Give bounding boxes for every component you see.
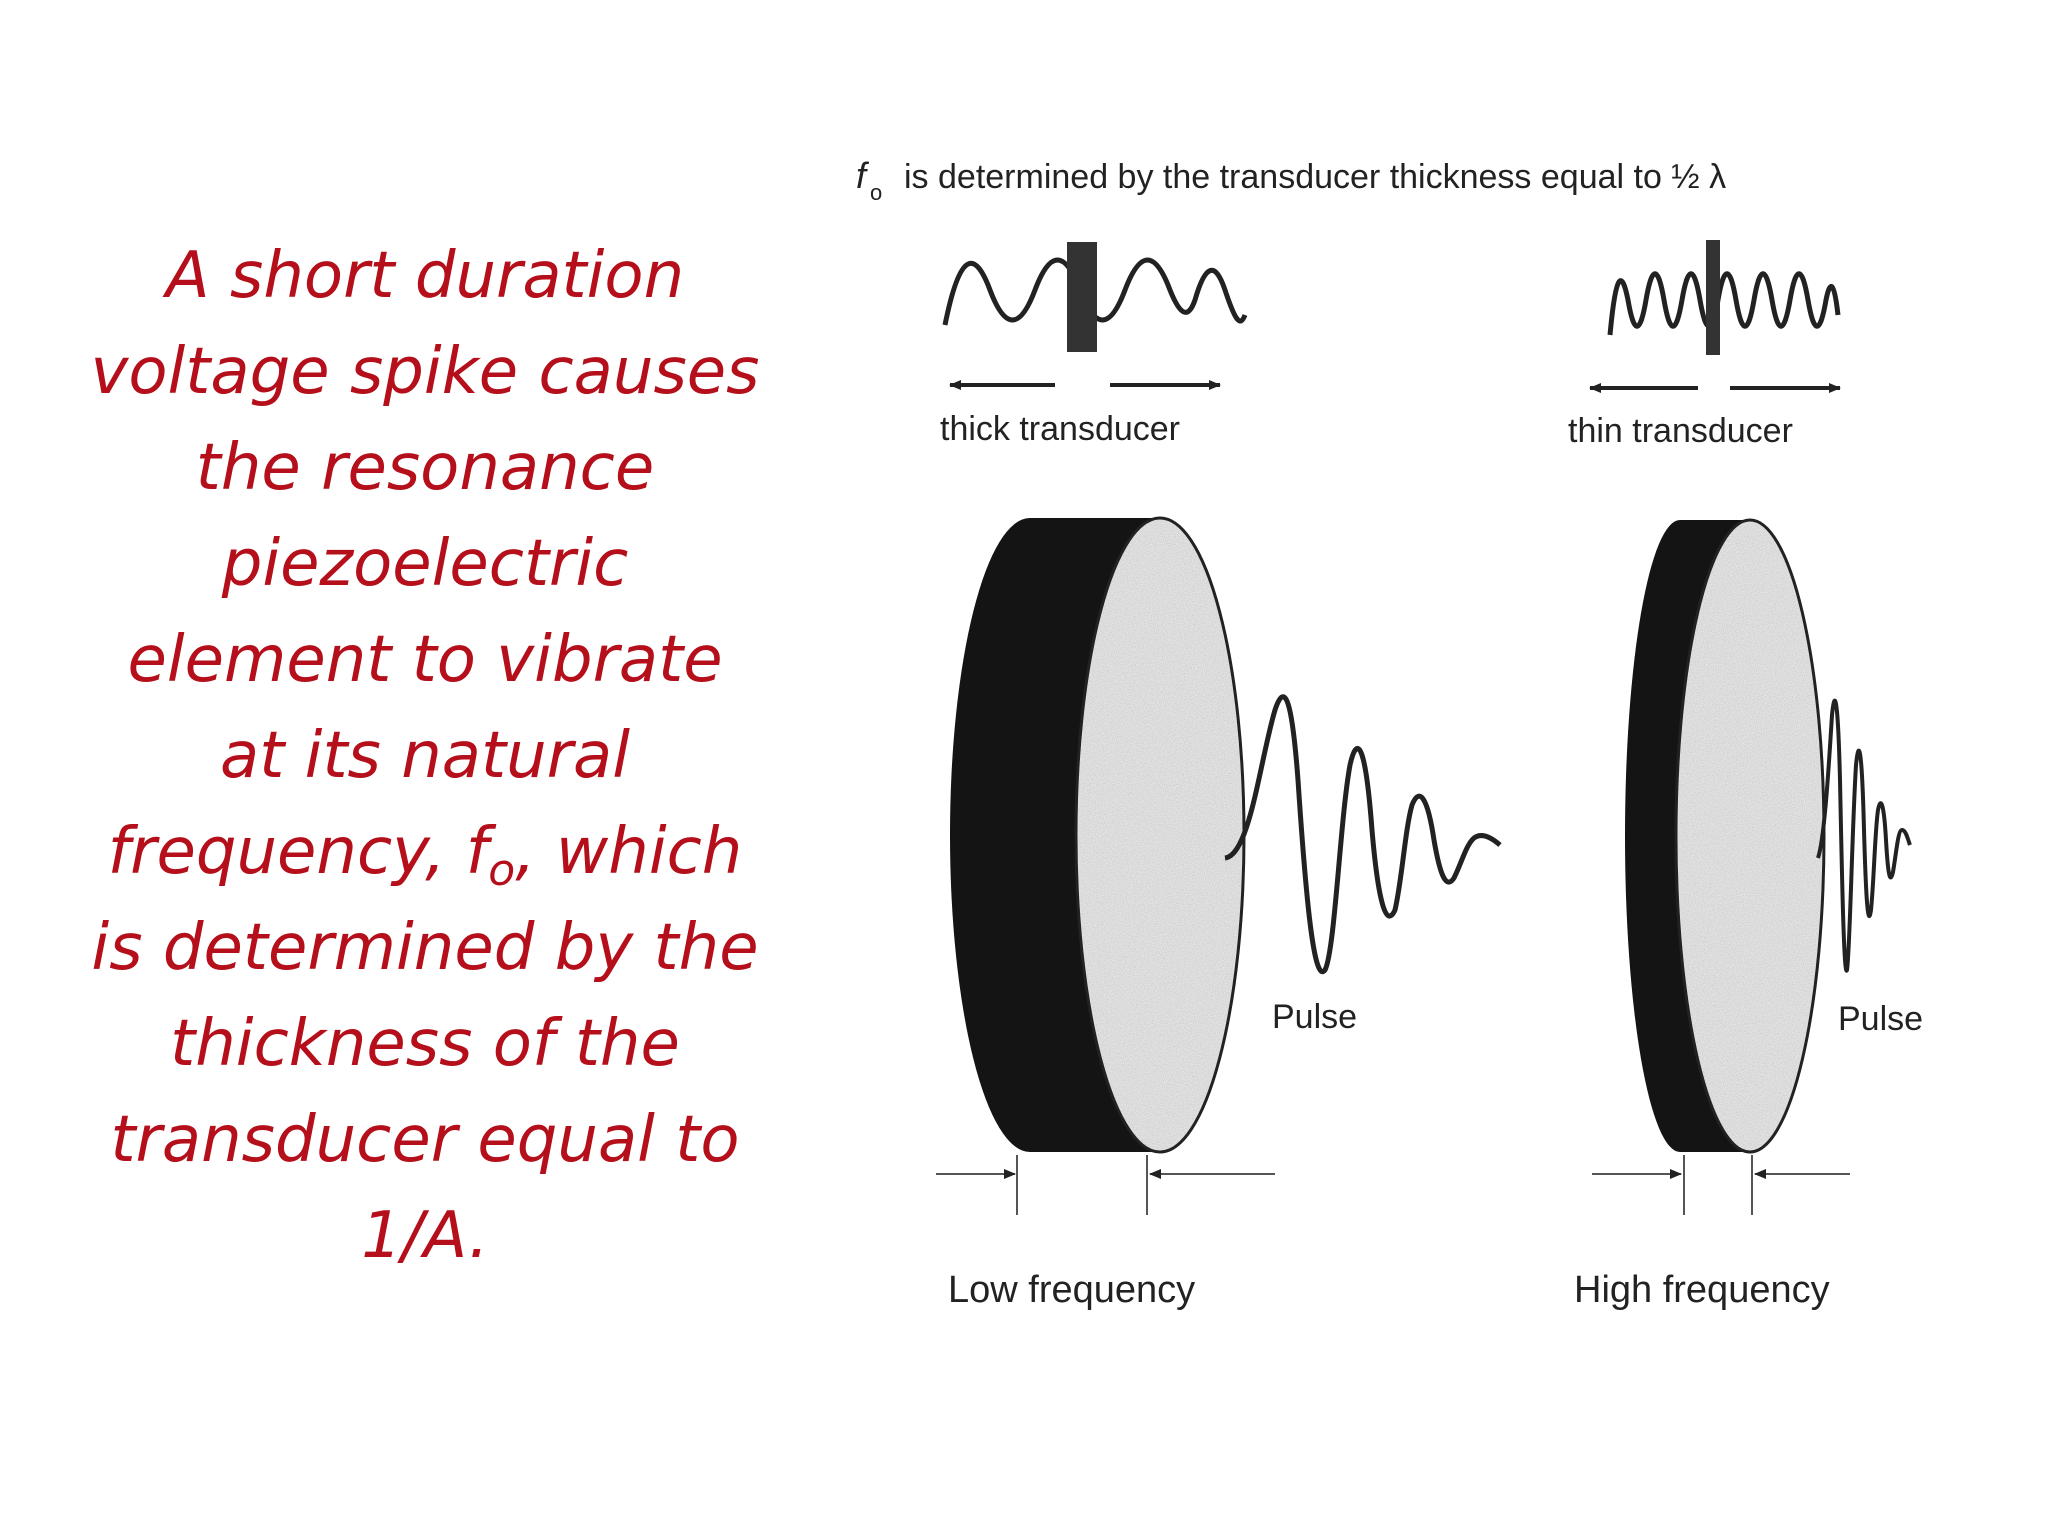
text-line: voltage spike causes bbox=[90, 335, 760, 409]
thin-transducer-label: thin transducer bbox=[1568, 412, 1793, 450]
subscript: o bbox=[488, 845, 516, 896]
text-line: is determined by the bbox=[91, 911, 759, 985]
caption-symbol: f bbox=[856, 155, 870, 196]
thin-pulse-wave bbox=[1816, 698, 1912, 973]
text-fragment: , which bbox=[515, 815, 743, 889]
pulse-label-right: Pulse bbox=[1838, 1000, 1923, 1038]
high-frequency-wave bbox=[1607, 271, 1841, 336]
explanation-text: A short duration voltage spike causes th… bbox=[60, 228, 790, 1284]
low-frequency-wave bbox=[942, 257, 1248, 326]
thin-element-bar bbox=[1706, 240, 1720, 355]
thick-transducer-wave: thick transducer bbox=[940, 242, 1248, 448]
text-line: 1/A. bbox=[361, 1199, 489, 1273]
figure-caption: is determined by the transducer thicknes… bbox=[904, 158, 1726, 196]
thin-transducer-wave: thin transducer bbox=[1568, 240, 1841, 450]
low-frequency-label: Low frequency bbox=[948, 1269, 1195, 1311]
thick-dimension-marker bbox=[936, 1155, 1275, 1215]
transducer-diagram: f o is determined by the transducer thic… bbox=[856, 155, 1923, 1311]
text-line: piezoelectric bbox=[221, 527, 629, 601]
thick-transducer-label: thick transducer bbox=[940, 410, 1180, 448]
pulse-label-left: Pulse bbox=[1272, 998, 1357, 1036]
high-frequency-label: High frequency bbox=[1574, 1269, 1830, 1311]
text-line: element to vibrate bbox=[127, 623, 723, 697]
thick-disc-texture bbox=[1078, 520, 1242, 1150]
thin-disc-texture bbox=[1678, 522, 1822, 1150]
text-line: A short duration bbox=[165, 239, 685, 313]
text-line: thickness of the bbox=[170, 1007, 680, 1081]
thin-dimension-marker bbox=[1592, 1155, 1850, 1215]
text-line-frequency: frequency, fo, which bbox=[60, 804, 790, 900]
thick-element-bar bbox=[1067, 242, 1097, 352]
thin-transducer-disc bbox=[1625, 518, 1826, 1154]
thick-pulse-wave bbox=[1224, 694, 1502, 975]
text-line: the resonance bbox=[195, 431, 655, 505]
text-line: transducer equal to bbox=[110, 1103, 740, 1177]
text-fragment: frequency, f bbox=[107, 815, 489, 889]
thick-transducer-disc bbox=[950, 516, 1246, 1154]
caption-subscript: o bbox=[870, 180, 882, 205]
text-line: at its natural bbox=[220, 719, 630, 793]
